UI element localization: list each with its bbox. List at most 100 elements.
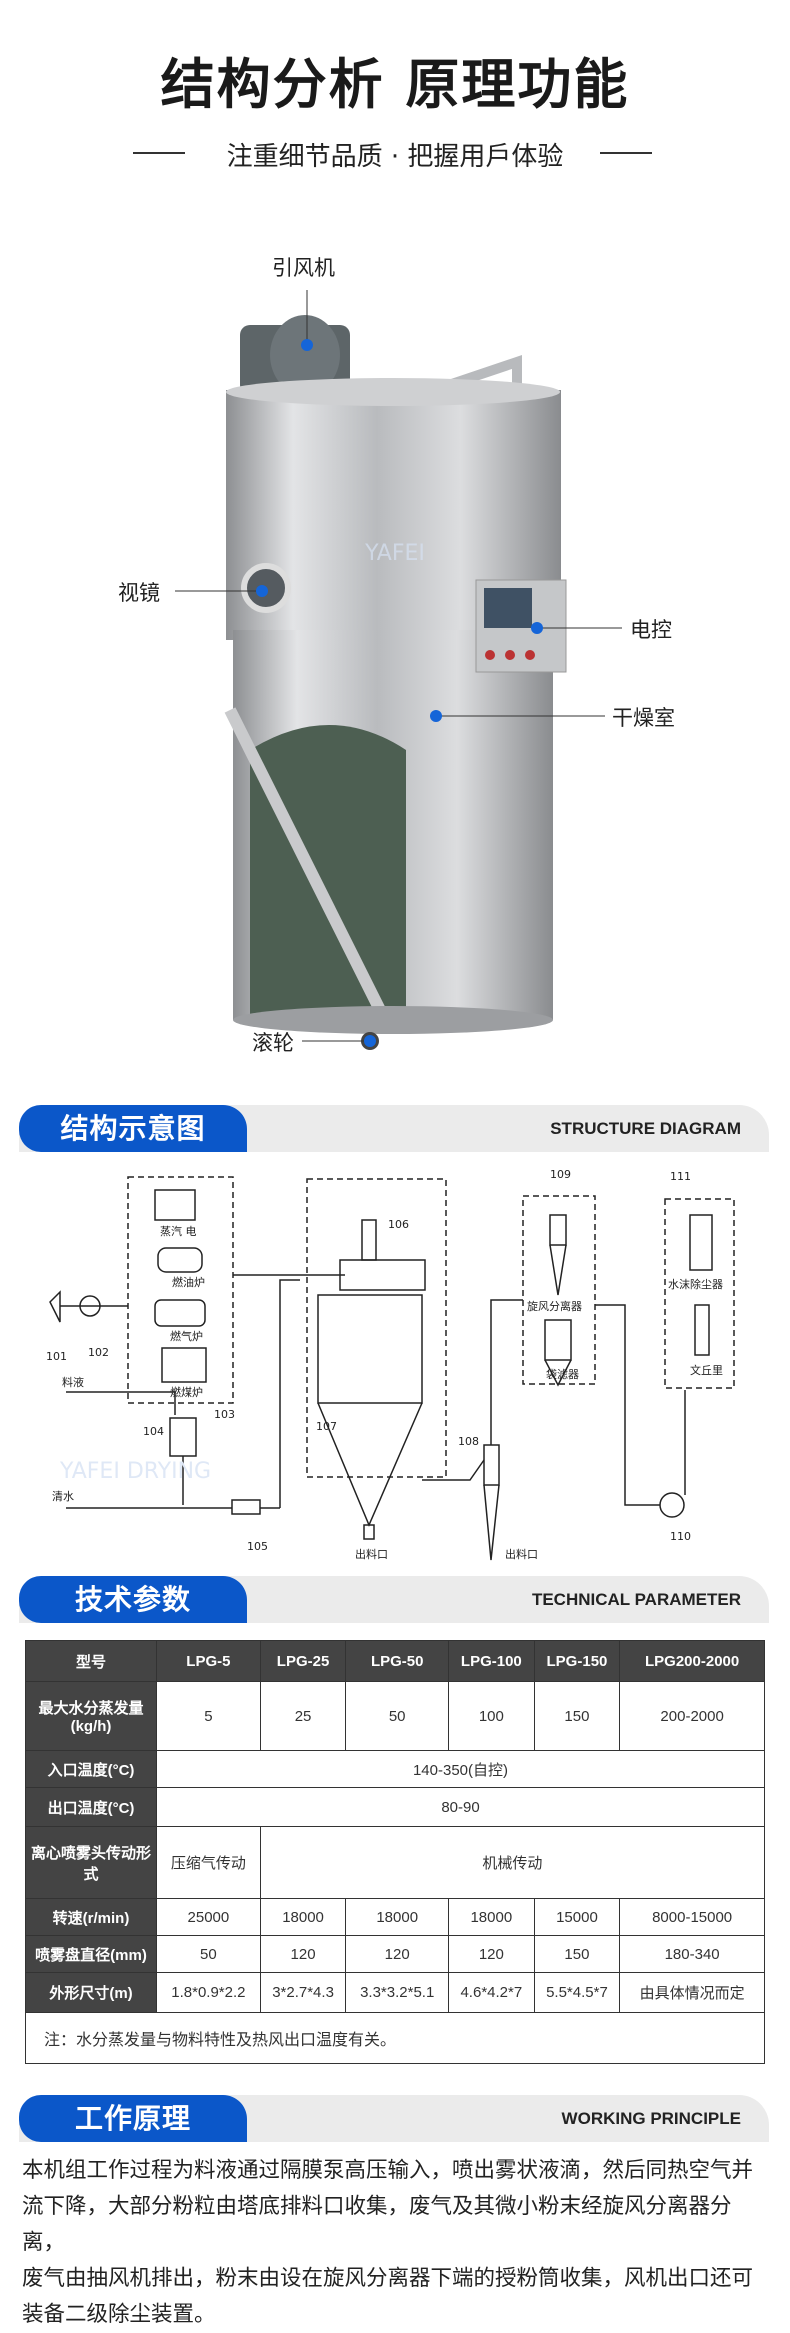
cell: 18000 xyxy=(259,1898,347,1936)
row-label: 离心喷雾头传动形式 xyxy=(25,1826,157,1899)
callout-dot xyxy=(531,622,543,634)
cell: 100 xyxy=(448,1681,535,1751)
page-title: 结构分析 原理功能 xyxy=(160,53,630,116)
diagram-label: 105 xyxy=(247,1540,268,1553)
diagram-label: 102 xyxy=(88,1346,109,1359)
section-title: 技术参数 xyxy=(19,1576,247,1623)
cell: 120 xyxy=(345,1935,450,1973)
table-note-row: 注：水分蒸发量与物料特性及热风出口温度有关。 xyxy=(25,2012,765,2064)
row-label: 外形尺寸(m) xyxy=(25,1972,157,2013)
cell: 15000 xyxy=(533,1898,621,1936)
diagram-label: 出料口 xyxy=(355,1547,388,1561)
callout-dot xyxy=(256,585,268,597)
gas-furnace-icon xyxy=(154,1299,206,1327)
table-note: 注：水分蒸发量与物料特性及热风出口温度有关。 xyxy=(25,2012,765,2064)
diagram-label: 111 xyxy=(670,1170,691,1183)
table-row: 转速(r/min) 25000 18000 18000 18000 15000 … xyxy=(25,1898,765,1936)
cell: 50 xyxy=(345,1681,450,1751)
diagram-label: 旋风分离器 xyxy=(527,1299,582,1313)
structure-diagram: YAFEI DRYING 101 102 103 104 105 106 107… xyxy=(46,1168,735,1561)
diagram-label: 109 xyxy=(550,1168,571,1181)
col-header: 型号 xyxy=(25,1640,157,1682)
col-header: LPG-100 xyxy=(448,1640,535,1682)
page-subtitle: 注重细节品质 · 把握用戶体验 xyxy=(226,142,564,172)
cell: 压缩气传动 xyxy=(156,1826,261,1899)
fan-110-icon xyxy=(659,1492,685,1518)
coal-furnace-icon xyxy=(161,1347,207,1383)
cell: 180-340 xyxy=(619,1935,765,1973)
section-title-en: WORKING PRINCIPLE xyxy=(561,2109,741,2128)
callout-dot xyxy=(364,1035,376,1047)
machine-photo: YAFEI xyxy=(175,290,622,1050)
cell: 50 xyxy=(156,1935,261,1973)
cell: 5.5*4.5*7 xyxy=(533,1972,621,2013)
cell: 4.6*4.2*7 xyxy=(448,1972,535,2013)
section-header-structure: 结构示意图 STRUCTURE DIAGRAM xyxy=(19,1105,769,1152)
cell: 80-90 xyxy=(156,1787,765,1827)
text-line: 装备二级除尘装置。 xyxy=(22,2302,216,2327)
diagram-label: 水沫除尘器 xyxy=(668,1277,723,1291)
watermark-logo: YAFEI DRYING xyxy=(59,1459,211,1484)
drying-tower xyxy=(317,1294,423,1404)
cell: 25000 xyxy=(156,1898,261,1936)
diagram-label: 清水 xyxy=(52,1490,74,1503)
callout-sight-glass: 视镜 xyxy=(118,581,160,605)
table-header-row: 型号 LPG-5 LPG-25 LPG-50 LPG-100 LPG-150 L… xyxy=(25,1640,765,1682)
table-row: 入口温度(°C) 140-350(自控) xyxy=(25,1750,765,1788)
col-header: LPG200-2000 xyxy=(619,1640,765,1682)
dust-box xyxy=(664,1198,735,1389)
col-header: LPG-150 xyxy=(533,1640,621,1682)
text-line: 本机组工作过程为料液通过隔膜泵高压输入，喷出雾状液滴，然后同热空气并 xyxy=(22,2158,754,2183)
callout-fan: 引风机 xyxy=(272,256,335,280)
diagram-label: 蒸汽 电 xyxy=(160,1224,197,1238)
callout-drying-chamber: 干燥室 xyxy=(612,706,675,730)
cell: 140-350(自控) xyxy=(156,1750,765,1788)
section-title: 工作原理 xyxy=(19,2095,247,2142)
filter-icon xyxy=(49,1290,61,1323)
diagram-label: 燃油炉 xyxy=(172,1275,205,1289)
table-row: 最大水分蒸发量(kg/h) 5 25 50 100 150 200-2000 xyxy=(25,1681,765,1751)
dryer-box xyxy=(306,1178,447,1478)
table-row: 出口温度(°C) 80-90 xyxy=(25,1787,765,1827)
section-header-principle: 工作原理 WORKING PRINCIPLE xyxy=(19,2095,769,2142)
cell: 150 xyxy=(533,1681,621,1751)
steam-elec-icon xyxy=(154,1189,196,1221)
diagram-label: 106 xyxy=(388,1218,409,1231)
col-header: LPG-25 xyxy=(259,1640,347,1682)
cell: 120 xyxy=(448,1935,535,1973)
text-line: 流下降，大部分粉粒由塔底排料口收集，废气及其微小粉末经旋风分离器分离， xyxy=(22,2194,732,2255)
callout-caster: 滚轮 xyxy=(252,1031,294,1055)
row-label: 转速(r/min) xyxy=(25,1898,157,1936)
spec-table: 型号 LPG-5 LPG-25 LPG-50 LPG-100 LPG-150 L… xyxy=(25,1640,766,2064)
col-header: LPG-5 xyxy=(156,1640,261,1682)
cell: 200-2000 xyxy=(619,1681,765,1751)
cell: 120 xyxy=(259,1935,347,1973)
cell: 机械传动 xyxy=(259,1826,766,1899)
cell: 1.8*0.9*2.2 xyxy=(156,1972,261,2013)
row-label: 最大水分蒸发量(kg/h) xyxy=(25,1681,157,1751)
table-row: 喷雾盘直径(mm) 50 120 120 120 150 180-340 xyxy=(25,1935,765,1973)
cell: 18000 xyxy=(448,1898,535,1936)
callout-dot xyxy=(430,710,442,722)
divider xyxy=(600,152,652,154)
section-header-params: 技术参数 TECHNICAL PARAMETER xyxy=(19,1576,769,1623)
diagram-label: 110 xyxy=(670,1530,691,1543)
diagram-label: 108 xyxy=(458,1435,479,1448)
chamber-opening xyxy=(250,725,406,1020)
diagram-label: 出料口 xyxy=(505,1547,538,1561)
section-title-en: STRUCTURE DIAGRAM xyxy=(550,1119,741,1138)
row-label: 出口温度(°C) xyxy=(25,1787,157,1827)
col-header: LPG-50 xyxy=(345,1640,450,1682)
section-title: 结构示意图 xyxy=(19,1105,247,1152)
table-row: 离心喷雾头传动形式 压缩气传动 机械传动 xyxy=(25,1826,766,1899)
row-label: 入口温度(°C) xyxy=(25,1750,157,1788)
pump-105-icon xyxy=(231,1499,261,1515)
diagram-label: 107 xyxy=(316,1420,337,1433)
cell: 5 xyxy=(156,1681,261,1751)
cell: 由具体情况而定 xyxy=(619,1972,765,2013)
cell: 18000 xyxy=(345,1898,450,1936)
callout-control: 电控 xyxy=(630,618,672,642)
oil-furnace-icon xyxy=(157,1247,203,1273)
tank-104-icon xyxy=(169,1417,197,1457)
watermark-logo: YAFEI xyxy=(364,541,425,566)
